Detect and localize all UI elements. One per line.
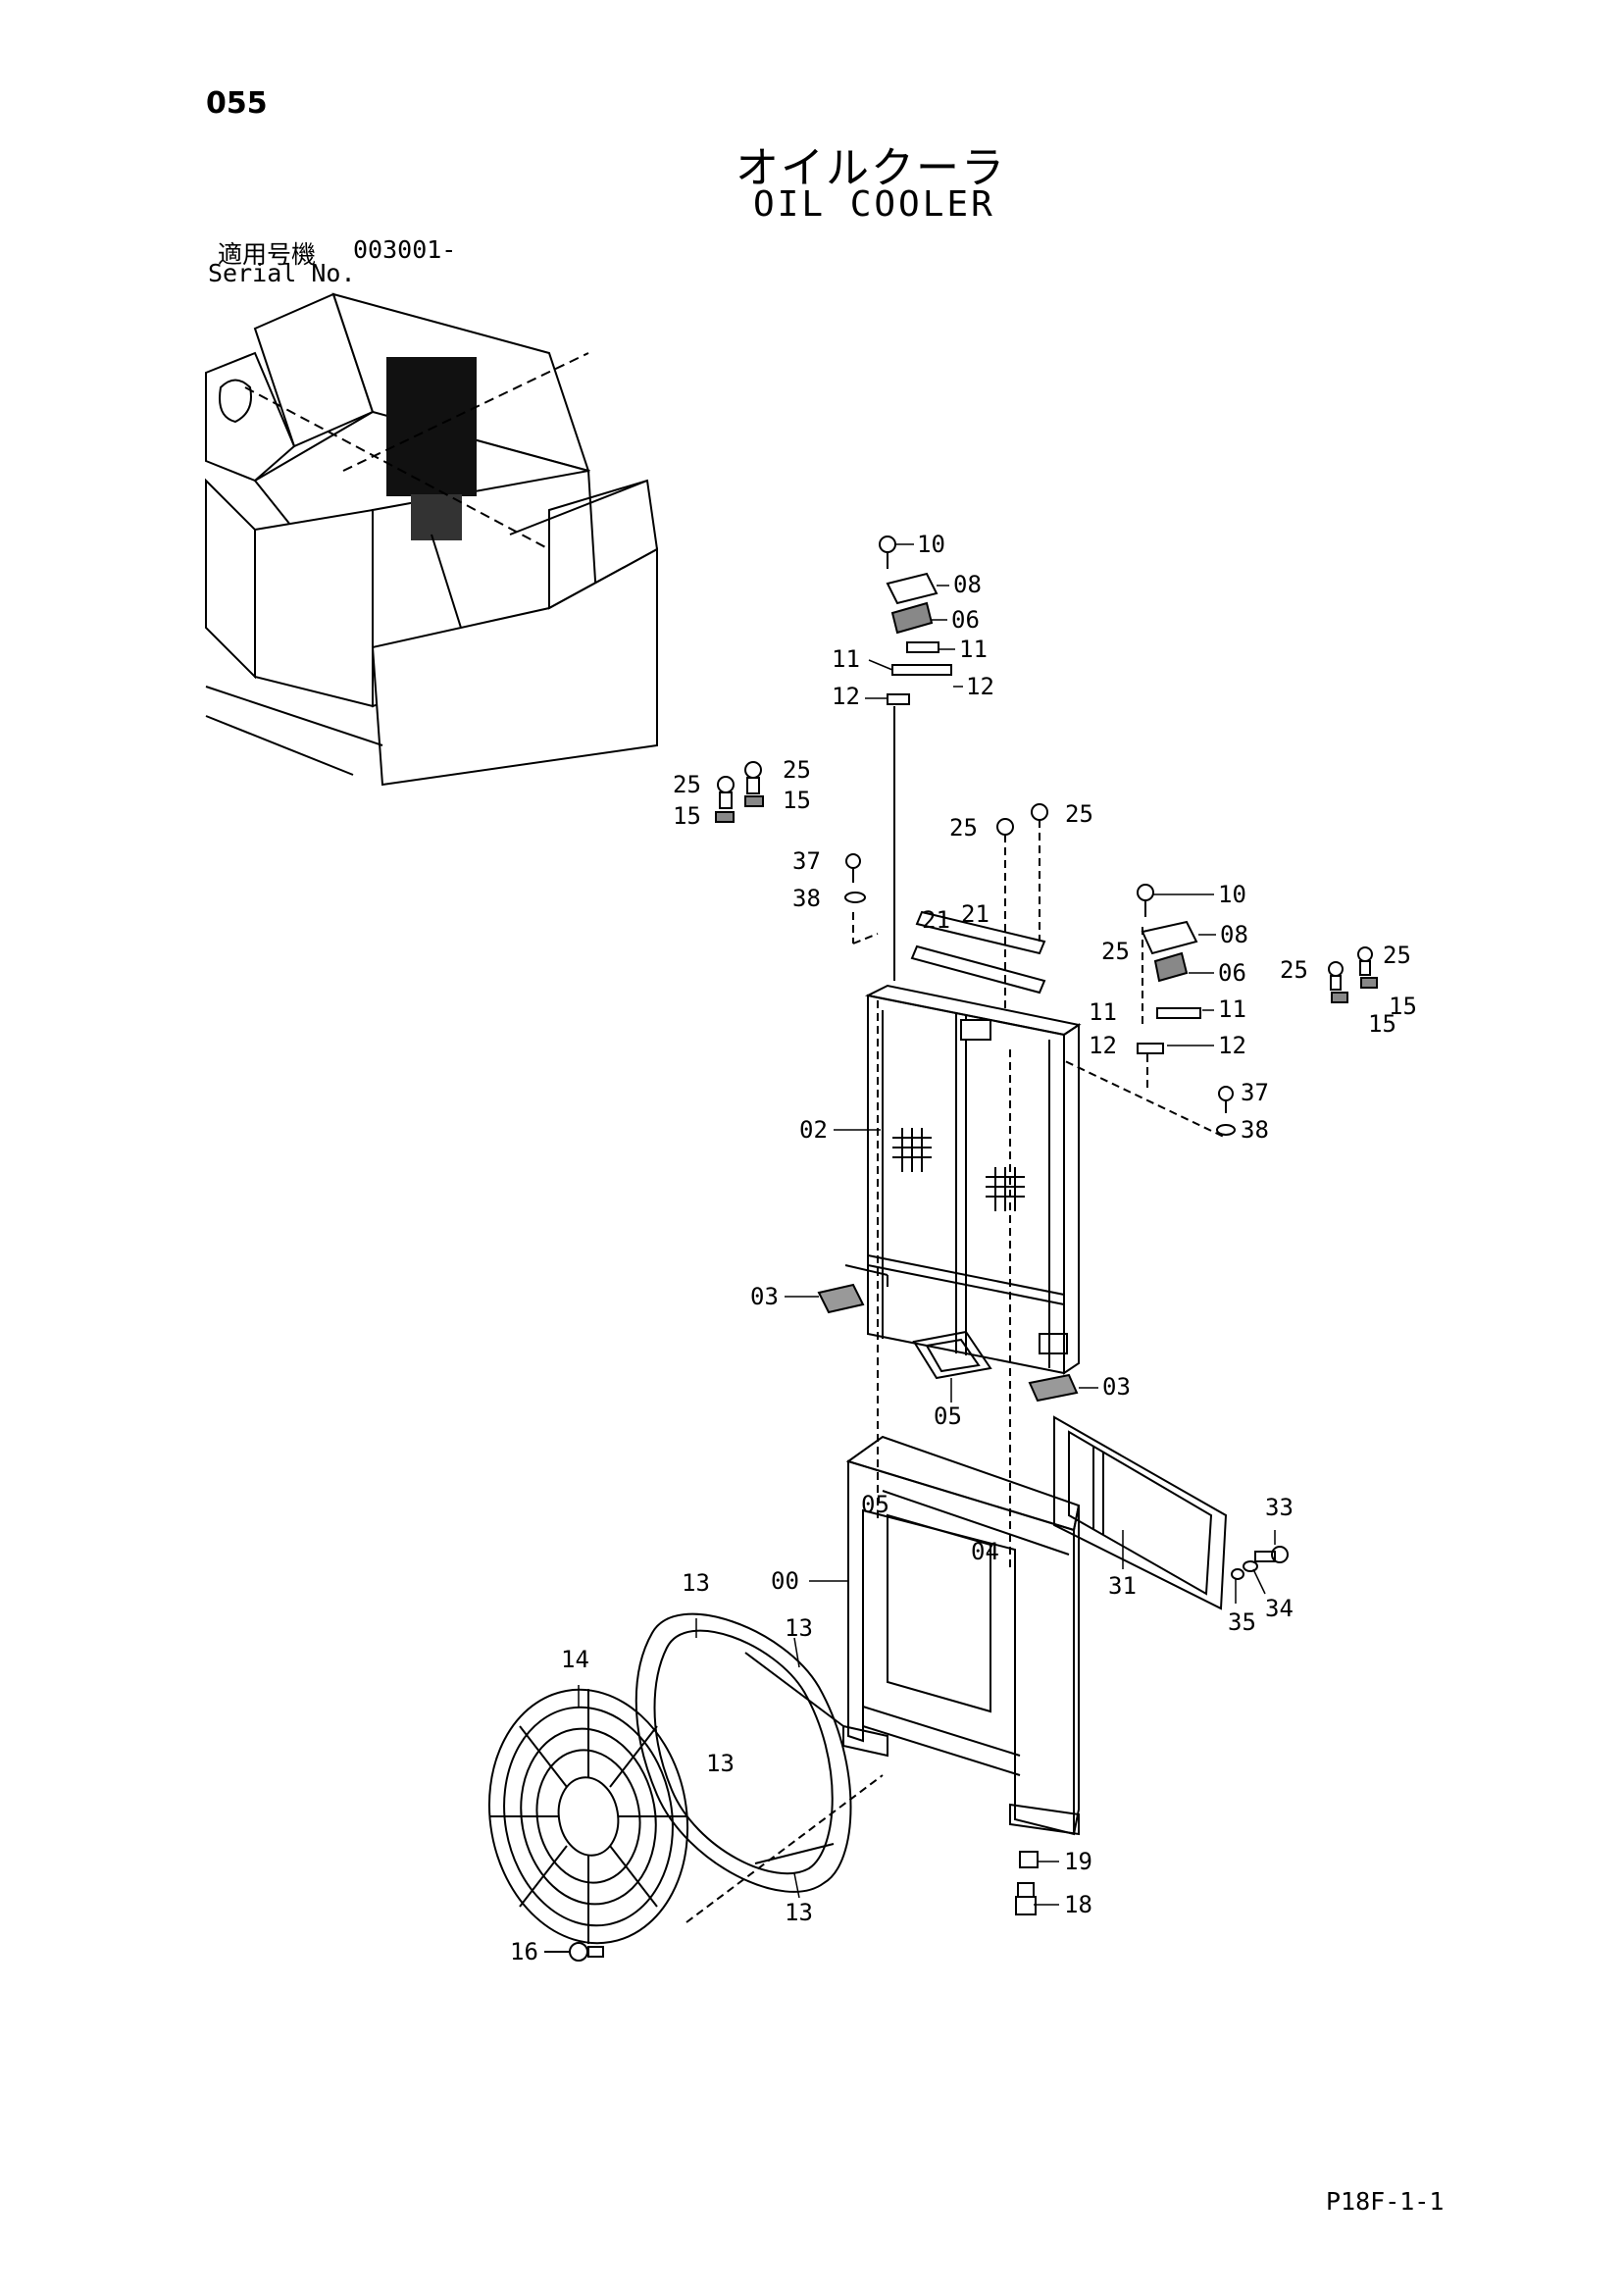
callout-label: 08 [953, 571, 982, 598]
callout-label: 13 [682, 1569, 710, 1597]
callout-label: 25 [1101, 938, 1130, 965]
footer-page-code: P18F-1-1 [1326, 2187, 1445, 2216]
callout-label: 12 [1089, 1032, 1117, 1059]
serial-number-value: 003001- [353, 235, 457, 264]
fan-shroud-rings [634, 1612, 852, 1893]
fan-guard [487, 1688, 689, 1945]
callout-label: 10 [1218, 881, 1246, 908]
callout-label: 15 [673, 802, 701, 830]
callout-label: 12 [966, 673, 994, 700]
callout-label: 21 [961, 900, 990, 928]
callout-label: 00 [771, 1567, 799, 1595]
callout-label: 11 [832, 645, 860, 673]
right-bracket-stack [1019, 884, 1378, 1139]
callout-label: 25 [1383, 942, 1411, 969]
callout-label: 19 [1064, 1848, 1092, 1875]
serial-label-japanese: 適用号機 [218, 240, 317, 269]
callout-label: 06 [1218, 959, 1246, 987]
callout-label: 05 [934, 1403, 962, 1430]
serial-label: Serial No. [208, 259, 356, 287]
callout-label: 37 [1241, 1079, 1269, 1106]
callout-label: 03 [750, 1283, 779, 1310]
callout-label: 34 [1265, 1595, 1294, 1622]
callout-label: 13 [785, 1899, 813, 1926]
callout-label: 25 [1280, 956, 1308, 984]
page-title-japanese: オイルクーラ [736, 143, 1006, 193]
callout-label: 35 [1228, 1608, 1256, 1636]
bottom-hardware [544, 1774, 1039, 1962]
callout-label: 13 [706, 1750, 735, 1777]
callout-label: 38 [792, 885, 821, 912]
left-bolt-group [715, 761, 879, 944]
callout-label: 21 [922, 906, 950, 934]
callout-label: 38 [1241, 1116, 1269, 1144]
callout-label: 15 [783, 787, 811, 814]
lower-seal-pads [817, 1264, 1079, 1403]
callout-label: 18 [1064, 1891, 1092, 1918]
callout-label: 15 [1389, 993, 1417, 1020]
upper-plate-brackets [910, 803, 1048, 1010]
callout-label: 11 [959, 636, 988, 663]
cooler-frame [842, 1000, 1081, 1836]
callout-label: 15 [1368, 1010, 1396, 1038]
callout-label: 10 [917, 531, 945, 558]
callout-label: 12 [1218, 1032, 1246, 1059]
callout-label: 31 [1108, 1572, 1137, 1600]
callout-label: 11 [1218, 995, 1246, 1023]
callout-label: 02 [799, 1116, 828, 1144]
callout-label: 14 [561, 1646, 589, 1673]
callout-label: 25 [673, 771, 701, 798]
callout-label: 08 [1220, 921, 1248, 948]
callout-label: 12 [832, 683, 860, 710]
callout-label: 25 [1065, 800, 1093, 828]
oil-cooler-core [864, 984, 1082, 1375]
top-bracket-stack [879, 536, 952, 981]
machine-overview-illustration [205, 292, 659, 787]
callout-label: 25 [783, 756, 811, 784]
callout-label: 06 [951, 606, 980, 634]
side-guard-panel [1053, 1415, 1228, 1610]
callout-label: 05 [861, 1491, 889, 1518]
page-title: OIL COOLER [753, 184, 995, 225]
callout-label: 25 [949, 814, 978, 842]
callout-label: 11 [1089, 998, 1117, 1026]
callout-leader-lines [549, 543, 1276, 1953]
callout-label: 33 [1265, 1494, 1294, 1521]
callout-label: 16 [510, 1938, 538, 1965]
callout-label: 04 [971, 1538, 999, 1565]
callout-label: 13 [785, 1614, 813, 1642]
callout-label: 03 [1102, 1373, 1131, 1401]
callout-label: 37 [792, 847, 821, 875]
page-number: 055 [206, 86, 268, 121]
part-callout-labels: 10 08 06 11 11 12 12 25 25 15 15 25 25 3… [510, 531, 1417, 1965]
side-bolt-group [1231, 1546, 1289, 1580]
